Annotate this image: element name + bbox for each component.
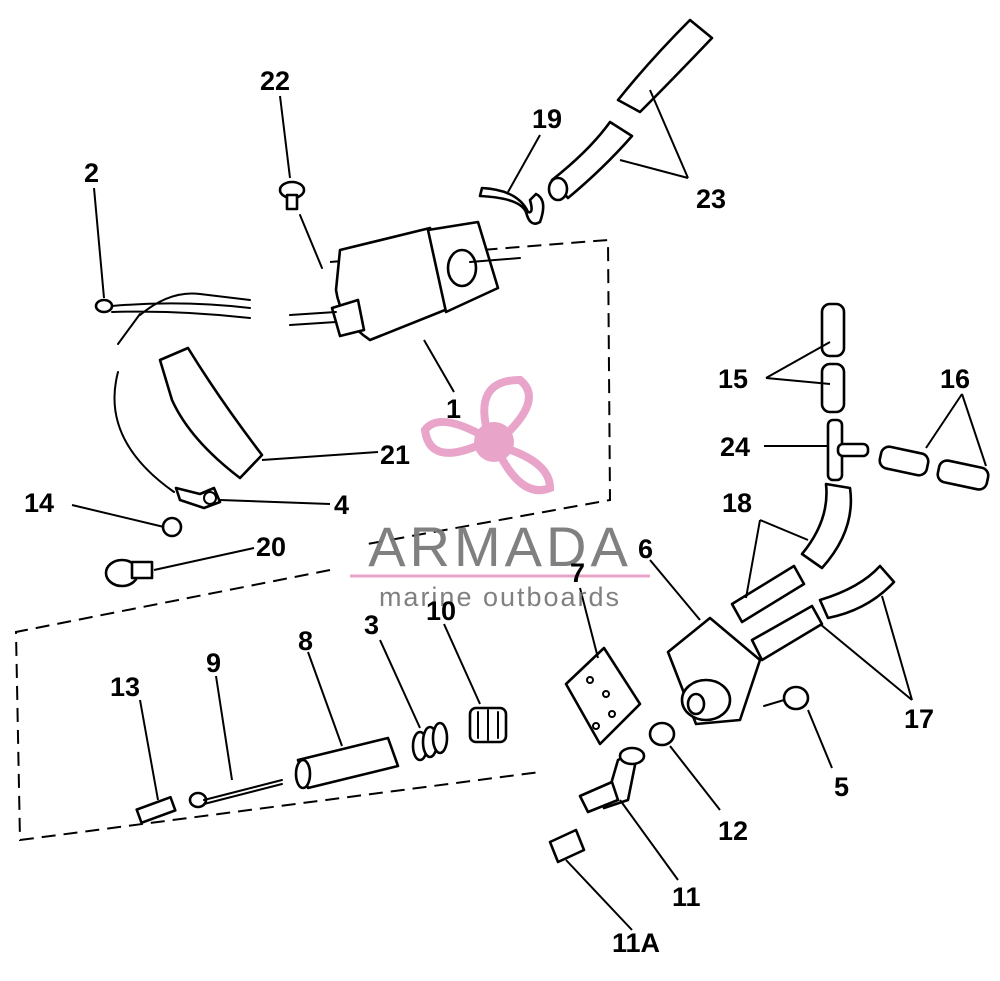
callout-9: 9 — [206, 648, 221, 678]
tube-8 — [294, 736, 400, 790]
callout-15: 15 — [718, 364, 748, 394]
callout-14: 14 — [24, 488, 54, 518]
callout-19: 19 — [532, 104, 562, 134]
screw-22 — [278, 180, 323, 269]
gasket-7 — [564, 646, 642, 746]
fitting-11 — [578, 746, 646, 814]
callout-1: 1 — [446, 394, 461, 424]
callout-12: 12 — [718, 816, 748, 846]
watermark-brand: ARMADA — [368, 515, 632, 578]
callout-20: 20 — [256, 532, 286, 562]
bearing-10 — [468, 706, 508, 744]
callout-23: 23 — [696, 184, 726, 214]
clamp-19 — [478, 186, 545, 225]
callout-8: 8 — [298, 626, 313, 656]
tee-fitting-24 — [826, 418, 870, 482]
hose-18 — [730, 482, 853, 624]
ground-wire-4 — [113, 371, 222, 510]
callout-24: 24 — [720, 432, 750, 462]
fuel-pump-1 — [289, 220, 521, 342]
callout-10: 10 — [426, 596, 456, 626]
cap-11a — [548, 828, 586, 864]
callout-3: 3 — [364, 610, 379, 640]
callout-6: 6 — [638, 534, 653, 564]
spring-13 — [135, 795, 177, 825]
propeller-logo-icon — [420, 375, 555, 495]
filter-housing-6 — [666, 616, 762, 726]
spring-3 — [411, 721, 449, 762]
o-ring-12 — [648, 721, 676, 747]
screw-5 — [763, 685, 810, 711]
wire-lead-2 — [94, 292, 251, 345]
callout-2: 2 — [84, 158, 99, 188]
hose-15 — [820, 302, 846, 414]
pin-9 — [188, 779, 283, 809]
screw-20 — [104, 558, 154, 588]
callout-7: 7 — [570, 558, 585, 588]
callout-4: 4 — [334, 490, 349, 520]
callout-16: 16 — [940, 364, 970, 394]
hose-16 — [878, 445, 990, 491]
callout-11: 11 — [672, 882, 701, 912]
callout-21: 21 — [380, 440, 410, 470]
watermark-tagline: marine outboards — [379, 582, 621, 612]
leader-lines — [71, 89, 987, 931]
callout-labels: 22 19 2 23 1 21 4 14 20 15 16 24 18 6 7 … — [24, 66, 970, 958]
armada-watermark: ARMADA marine outboards — [350, 375, 650, 612]
assembly-boundary-lower — [14, 569, 541, 842]
bracket-21 — [158, 346, 264, 480]
hose-17 — [750, 564, 896, 662]
callout-13: 13 — [110, 672, 140, 702]
callout-22: 22 — [260, 66, 290, 96]
hose-23 — [547, 18, 714, 202]
callout-5: 5 — [834, 772, 849, 802]
callout-11a: 11A — [612, 928, 660, 958]
callout-18: 18 — [722, 488, 752, 518]
lock-washer-14 — [161, 516, 183, 538]
callout-17: 17 — [904, 704, 934, 734]
